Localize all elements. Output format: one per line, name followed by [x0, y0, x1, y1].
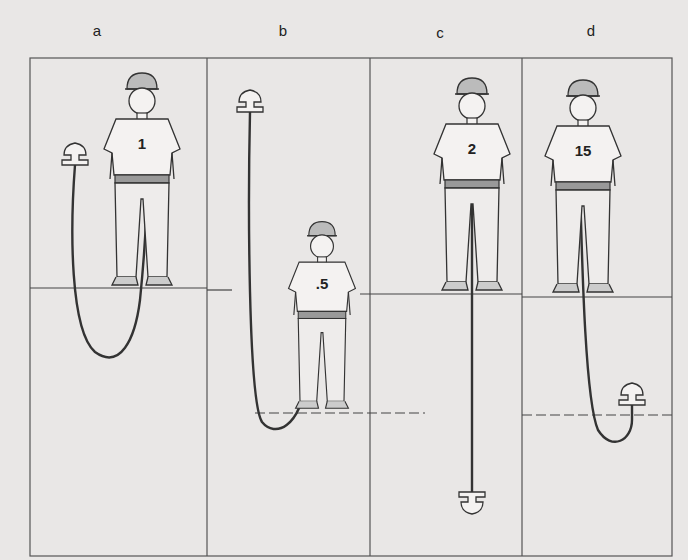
panel-letter: c: [436, 25, 444, 40]
shirt-number: 2: [468, 141, 476, 156]
panel-letter: d: [587, 23, 595, 38]
panel-letter: a: [93, 23, 101, 38]
shirt-number: 1: [138, 136, 146, 151]
panel-letter: b: [279, 23, 287, 38]
shirt-number: .5: [316, 276, 329, 291]
shirt-number: 15: [575, 143, 592, 158]
